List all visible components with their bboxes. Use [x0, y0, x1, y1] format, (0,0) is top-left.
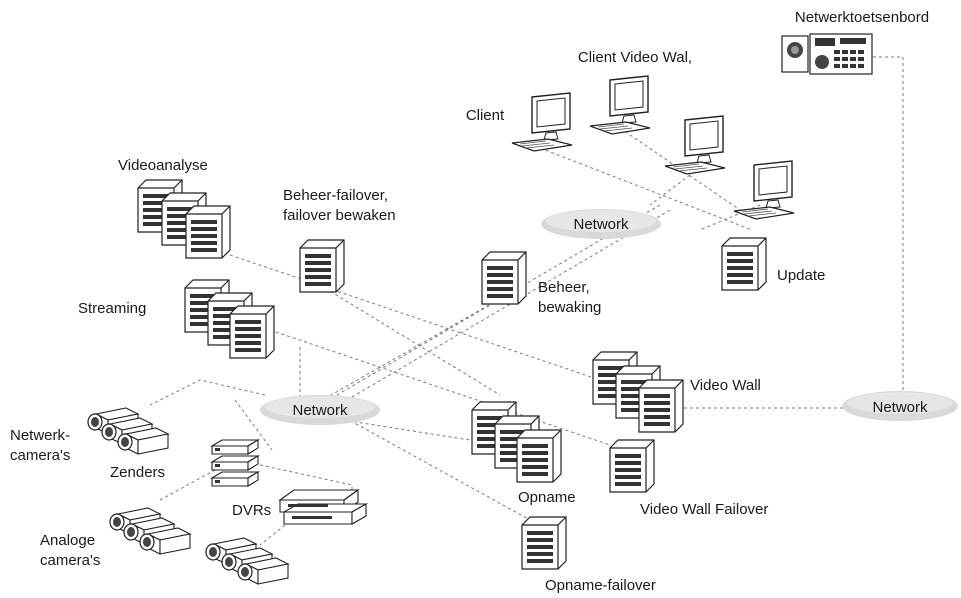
client-pc-icon-4 — [733, 160, 795, 220]
network-top-label: Network — [573, 216, 629, 233]
network-cloud-right: Network — [842, 391, 958, 421]
network-left-label: Network — [292, 402, 348, 419]
label-opname-failover: Opname-failover — [545, 577, 656, 594]
label-analoge-1: Analoge — [40, 532, 95, 549]
encoders-icon — [211, 439, 259, 487]
dvr-icon — [278, 488, 369, 525]
label-update: Update — [777, 267, 825, 284]
link-client4 — [699, 204, 761, 231]
network-cloud-top: Network — [541, 209, 661, 239]
client-videowall-pc-icon — [589, 75, 651, 135]
link-dvr-cameras — [259, 524, 286, 546]
link-streaming-vwfailover — [269, 329, 611, 446]
label-client-video-wal: Client Video Wal, — [578, 49, 692, 66]
beheer-failover-server-icon — [299, 239, 345, 293]
label-video-wall-failover: Video Wall Failover — [640, 501, 768, 518]
video-wall-servers-icon — [592, 351, 684, 433]
label-netwerk-camera-2: camera's — [10, 447, 70, 464]
network-keyboard-icon — [781, 33, 873, 75]
label-netwerktoetsenbord: Netwerktoetsenbord — [795, 9, 929, 26]
label-analoge-2: camera's — [40, 552, 100, 569]
analog-cameras-dvr-icon — [205, 537, 289, 585]
label-beheer-failover-1: Beheer-failover, — [283, 187, 388, 204]
link-client-update — [539, 147, 753, 231]
opname-failover-server-icon — [521, 516, 567, 570]
label-opname: Opname — [518, 489, 576, 506]
link-network-opnamefailover — [339, 414, 531, 521]
link-keyboard-network — [873, 56, 904, 395]
streaming-servers-icon — [184, 279, 275, 359]
link-beheerfailover-opname — [319, 284, 501, 396]
client-pc-icon — [511, 92, 573, 152]
label-video-wall: Video Wall — [690, 377, 761, 394]
analog-cameras-icon — [109, 507, 191, 555]
client-pc-icon-3 — [664, 115, 726, 175]
videoanalyse-servers-icon — [137, 179, 231, 259]
link-network-camera — [149, 379, 266, 406]
network-cloud-left: Network — [260, 395, 380, 425]
label-dvrs: DVRs — [232, 502, 271, 519]
label-beheer-1: Beheer, — [538, 279, 590, 296]
opname-servers-icon — [471, 401, 562, 483]
label-streaming: Streaming — [78, 300, 146, 317]
video-wall-failover-server-icon — [609, 439, 655, 493]
network-right-label: Network — [872, 399, 928, 416]
label-videoanalyse: Videoanalyse — [118, 157, 208, 174]
link-analog-zenders — [159, 469, 216, 501]
beheer-server-icon — [481, 251, 527, 305]
update-server-icon — [721, 237, 767, 291]
link-network-zenders — [234, 399, 273, 451]
label-client: Client — [466, 107, 505, 124]
link-client3 — [649, 174, 691, 206]
link-videoanalyse-videowall — [229, 254, 601, 381]
label-beheer-failover-2: failover bewaken — [283, 207, 396, 224]
label-beheer-2: bewaking — [538, 299, 601, 316]
label-zenders: Zenders — [110, 464, 165, 481]
link-beheer-left — [304, 289, 516, 411]
network-cameras-icon — [87, 407, 169, 455]
label-netwerk-camera-1: Netwerk- — [10, 427, 70, 444]
